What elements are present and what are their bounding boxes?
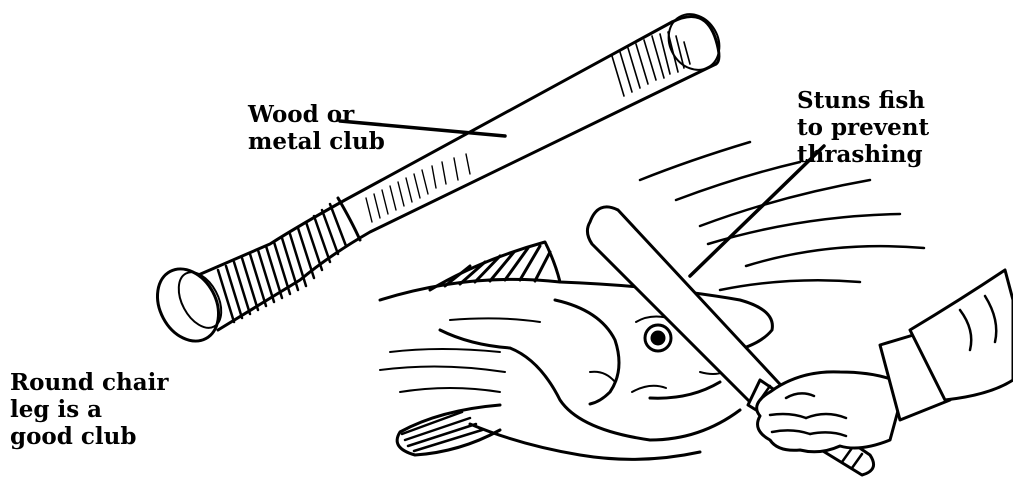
label-purpose-line-2: to prevent (797, 114, 929, 141)
bat-hatching-lower (366, 154, 470, 222)
fish-gill (555, 300, 619, 404)
bat-hatching-upper (612, 32, 690, 96)
label-tip-line-1: Round chair (10, 369, 168, 396)
fish-cheek (632, 386, 666, 392)
bat-end-cap (672, 16, 719, 64)
label-club-material-line-2: metal club (248, 128, 385, 155)
bat-grip-wraps (218, 204, 346, 322)
fish-gill-inner (590, 372, 615, 382)
label-tip-line-2: leg is a (10, 396, 102, 423)
label-purpose: Stuns fish to prevent thrashing (797, 87, 929, 168)
label-purpose-line-1: Stuns fish (797, 87, 925, 114)
label-purpose-line-3: thrashing (797, 141, 923, 168)
fish-belly (470, 424, 700, 459)
label-tip-line-3: good club (10, 423, 136, 450)
fish-flank-lines (380, 318, 540, 392)
label-club-material-line-1: Wood or (248, 101, 354, 128)
fish-pupil (652, 332, 664, 344)
leader-lines (340, 121, 824, 276)
label-club-material: Wood or metal club (248, 101, 385, 155)
hand (757, 270, 1013, 452)
fish-mouth (650, 382, 720, 398)
label-tip: Round chair leg is a good club (10, 369, 168, 450)
